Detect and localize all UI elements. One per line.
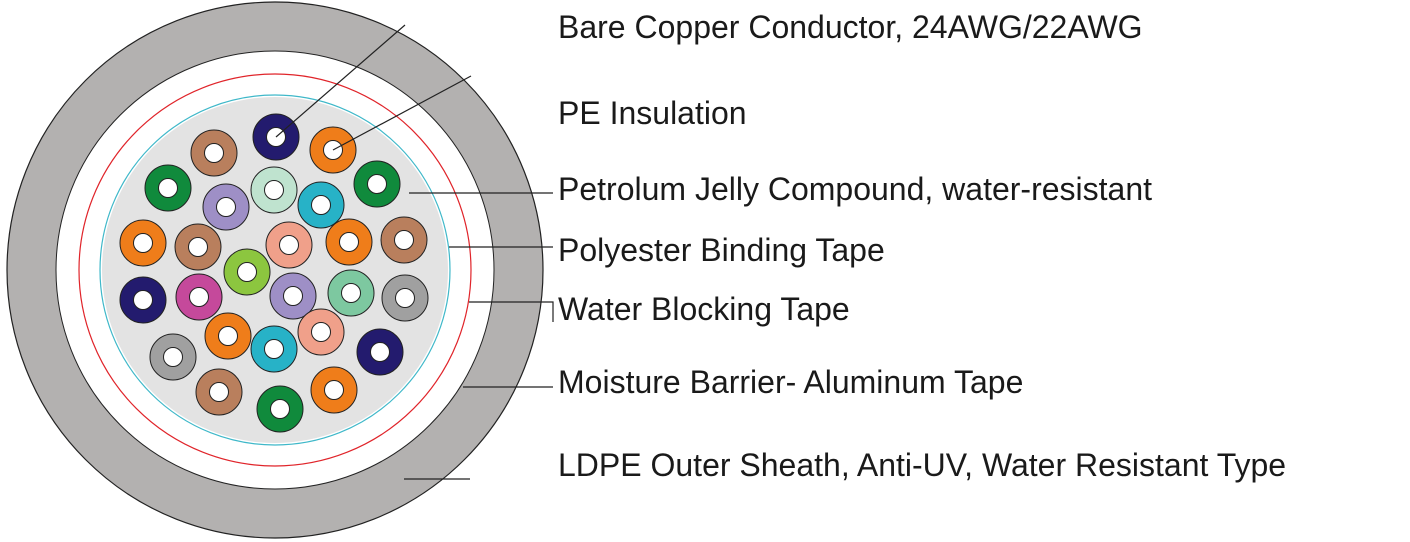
labels: Bare Copper Conductor, 24AWG/22AWG PE In… [558,9,1286,483]
wire-conductor [237,262,257,282]
leader-pe-insulation [332,75,472,151]
wire-conductor [218,326,238,346]
wire-conductor [394,230,414,250]
label-binding-tape: Polyester Binding Tape [558,232,885,268]
label-aluminum-tape: Moisture Barrier- Aluminum Tape [558,364,1023,400]
insulated-conductors [119,113,429,433]
wire-conductor [133,290,153,310]
leader-water-blocking-tape [469,301,554,322]
wire-conductor [339,232,359,252]
wire-conductor [264,180,284,200]
wire-conductor [270,399,290,419]
wire-conductor [158,178,178,198]
wire-conductor [209,382,229,402]
wire-conductor [189,287,209,307]
wire-conductor [311,195,331,215]
label-jelly-compound: Petrolum Jelly Compound, water-resistant [558,171,1152,207]
label-outer-sheath: LDPE Outer Sheath, Anti-UV, Water Resist… [558,447,1286,483]
wire-conductor [341,283,361,303]
wire-conductor [370,342,390,362]
cable-cross-section [6,1,544,539]
label-pe-insulation: PE Insulation [558,95,747,131]
label-water-blocking-tape: Water Blocking Tape [558,291,850,327]
wire-conductor [216,197,236,217]
wire-conductor [188,237,208,257]
wire-conductor [395,288,415,308]
wire-conductor [311,322,331,342]
binding-tape [99,94,451,446]
wire-conductor [133,233,153,253]
aluminum-tape [78,73,472,467]
wire-conductor [264,339,284,359]
wire-conductor [163,347,183,367]
wire-conductor [204,143,224,163]
label-copper-conductor: Bare Copper Conductor, 24AWG/22AWG [558,9,1143,45]
wire-conductor [283,286,303,306]
wire-conductor [324,380,344,400]
wire-conductor [367,174,387,194]
leader-copper-conductor [275,24,406,138]
wire-conductor [279,235,299,255]
leader-lines [275,24,554,480]
